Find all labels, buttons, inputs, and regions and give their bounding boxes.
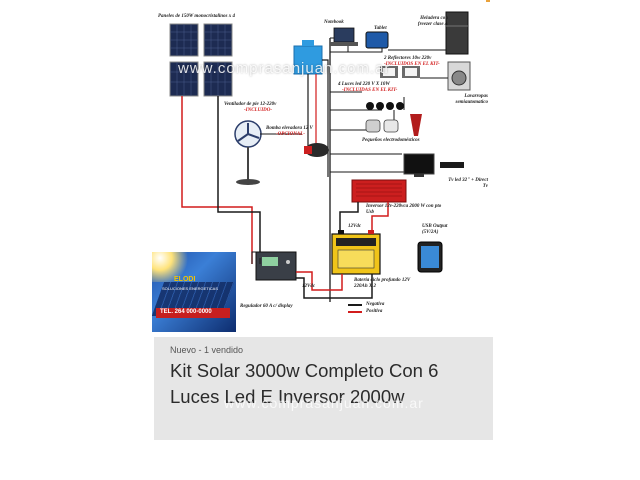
- label-controller: Regulador 60 A c/ display: [240, 304, 293, 309]
- product-image[interactable]: ELODI SOLUCIONES ENERGETICAS TEL. 264 00…: [152, 2, 492, 340]
- label-panels: Paneles de 150W monocristalinos x 4: [158, 14, 235, 19]
- wiring-diagram: [169, 11, 471, 313]
- reflectors-icon: [380, 66, 420, 78]
- label-reflectors-included: -INCLUIDOS EN EL KIT-: [384, 62, 440, 67]
- label-battery: Bateria ciclo profundo 12V 220Ah X 2: [354, 278, 411, 289]
- label-leds-included: -INCLUIDAS EN EL KIT-: [342, 88, 398, 93]
- label-usb: USB Output (5V/2A): [422, 224, 448, 235]
- label-fridge: Heladera con freezer clase A: [417, 16, 448, 27]
- banner-brand: ELODI: [174, 276, 196, 283]
- banner-phone-tag: [156, 308, 230, 318]
- label-pump-optional: -OPCIONAL-: [276, 132, 305, 137]
- listing-watermark: www.comprasanjuan.com.ar: [224, 395, 424, 411]
- label-battery-voltage: 12Vdc: [348, 224, 362, 229]
- fridge-icon: [445, 11, 469, 55]
- small-appliances-icon: [365, 114, 422, 136]
- pump-icon: [304, 143, 329, 157]
- label-tv: Tv led 32" + Direct Tv: [448, 178, 488, 189]
- listing-condition: Nuevo - 1 vendido: [170, 345, 244, 355]
- banner-phone: TEL. 264 000-0000: [160, 309, 212, 315]
- label-pump: Bomba elevadora 12 V: [266, 126, 313, 131]
- charge-controller-icon: [255, 251, 297, 281]
- label-leds: 4 Luces led 220 V X 10W: [338, 82, 390, 87]
- label-washer: Lavarropas semiautomatico: [455, 94, 489, 105]
- led-bulbs-icon: [366, 102, 404, 110]
- label-reflectors: 2 Reflectores 10w 220v: [384, 56, 432, 61]
- notebook-icon: [330, 27, 358, 46]
- listing-title: Kit Solar 3000w Completo Con 6 Luces Led…: [170, 360, 439, 407]
- legend-positive: Positiva: [366, 309, 383, 314]
- label-controller-voltage: 12Vdc: [302, 284, 316, 289]
- inverter-icon: [351, 179, 407, 203]
- washer-icon: [447, 61, 471, 91]
- label-small-appliances: Pequeños electrodomésticos: [362, 138, 420, 143]
- sun-icon: [152, 252, 192, 282]
- label-tablet: Tablet: [374, 26, 387, 31]
- fan-icon: [234, 120, 262, 185]
- water-tank-icon: [293, 40, 323, 75]
- usb-phone-icon: [417, 241, 443, 273]
- battery-icon: [331, 230, 381, 275]
- label-inverter: Inversor 12v-220vca 2000 W con pto Usb: [366, 204, 442, 215]
- banner-slogan: SOLUCIONES ENERGETICAS: [162, 286, 219, 291]
- image-watermark: www.comprasanjuan.com.ar: [178, 60, 391, 77]
- listing-card: Nuevo - 1 vendido Kit Solar 3000w Comple…: [154, 337, 493, 440]
- solar-panels-icon: [169, 23, 233, 97]
- legend-negative: Negativa: [366, 302, 385, 307]
- label-notebook: Notebook: [324, 20, 344, 25]
- dealer-banner: ELODI SOLUCIONES ENERGETICAS TEL. 264 00…: [152, 252, 236, 332]
- tv-icon: [403, 153, 464, 177]
- label-fan: Ventilador de pie 12-220v: [224, 102, 277, 107]
- label-fan-included: -INCLUIDO-: [244, 108, 273, 113]
- tablet-icon: [365, 31, 389, 49]
